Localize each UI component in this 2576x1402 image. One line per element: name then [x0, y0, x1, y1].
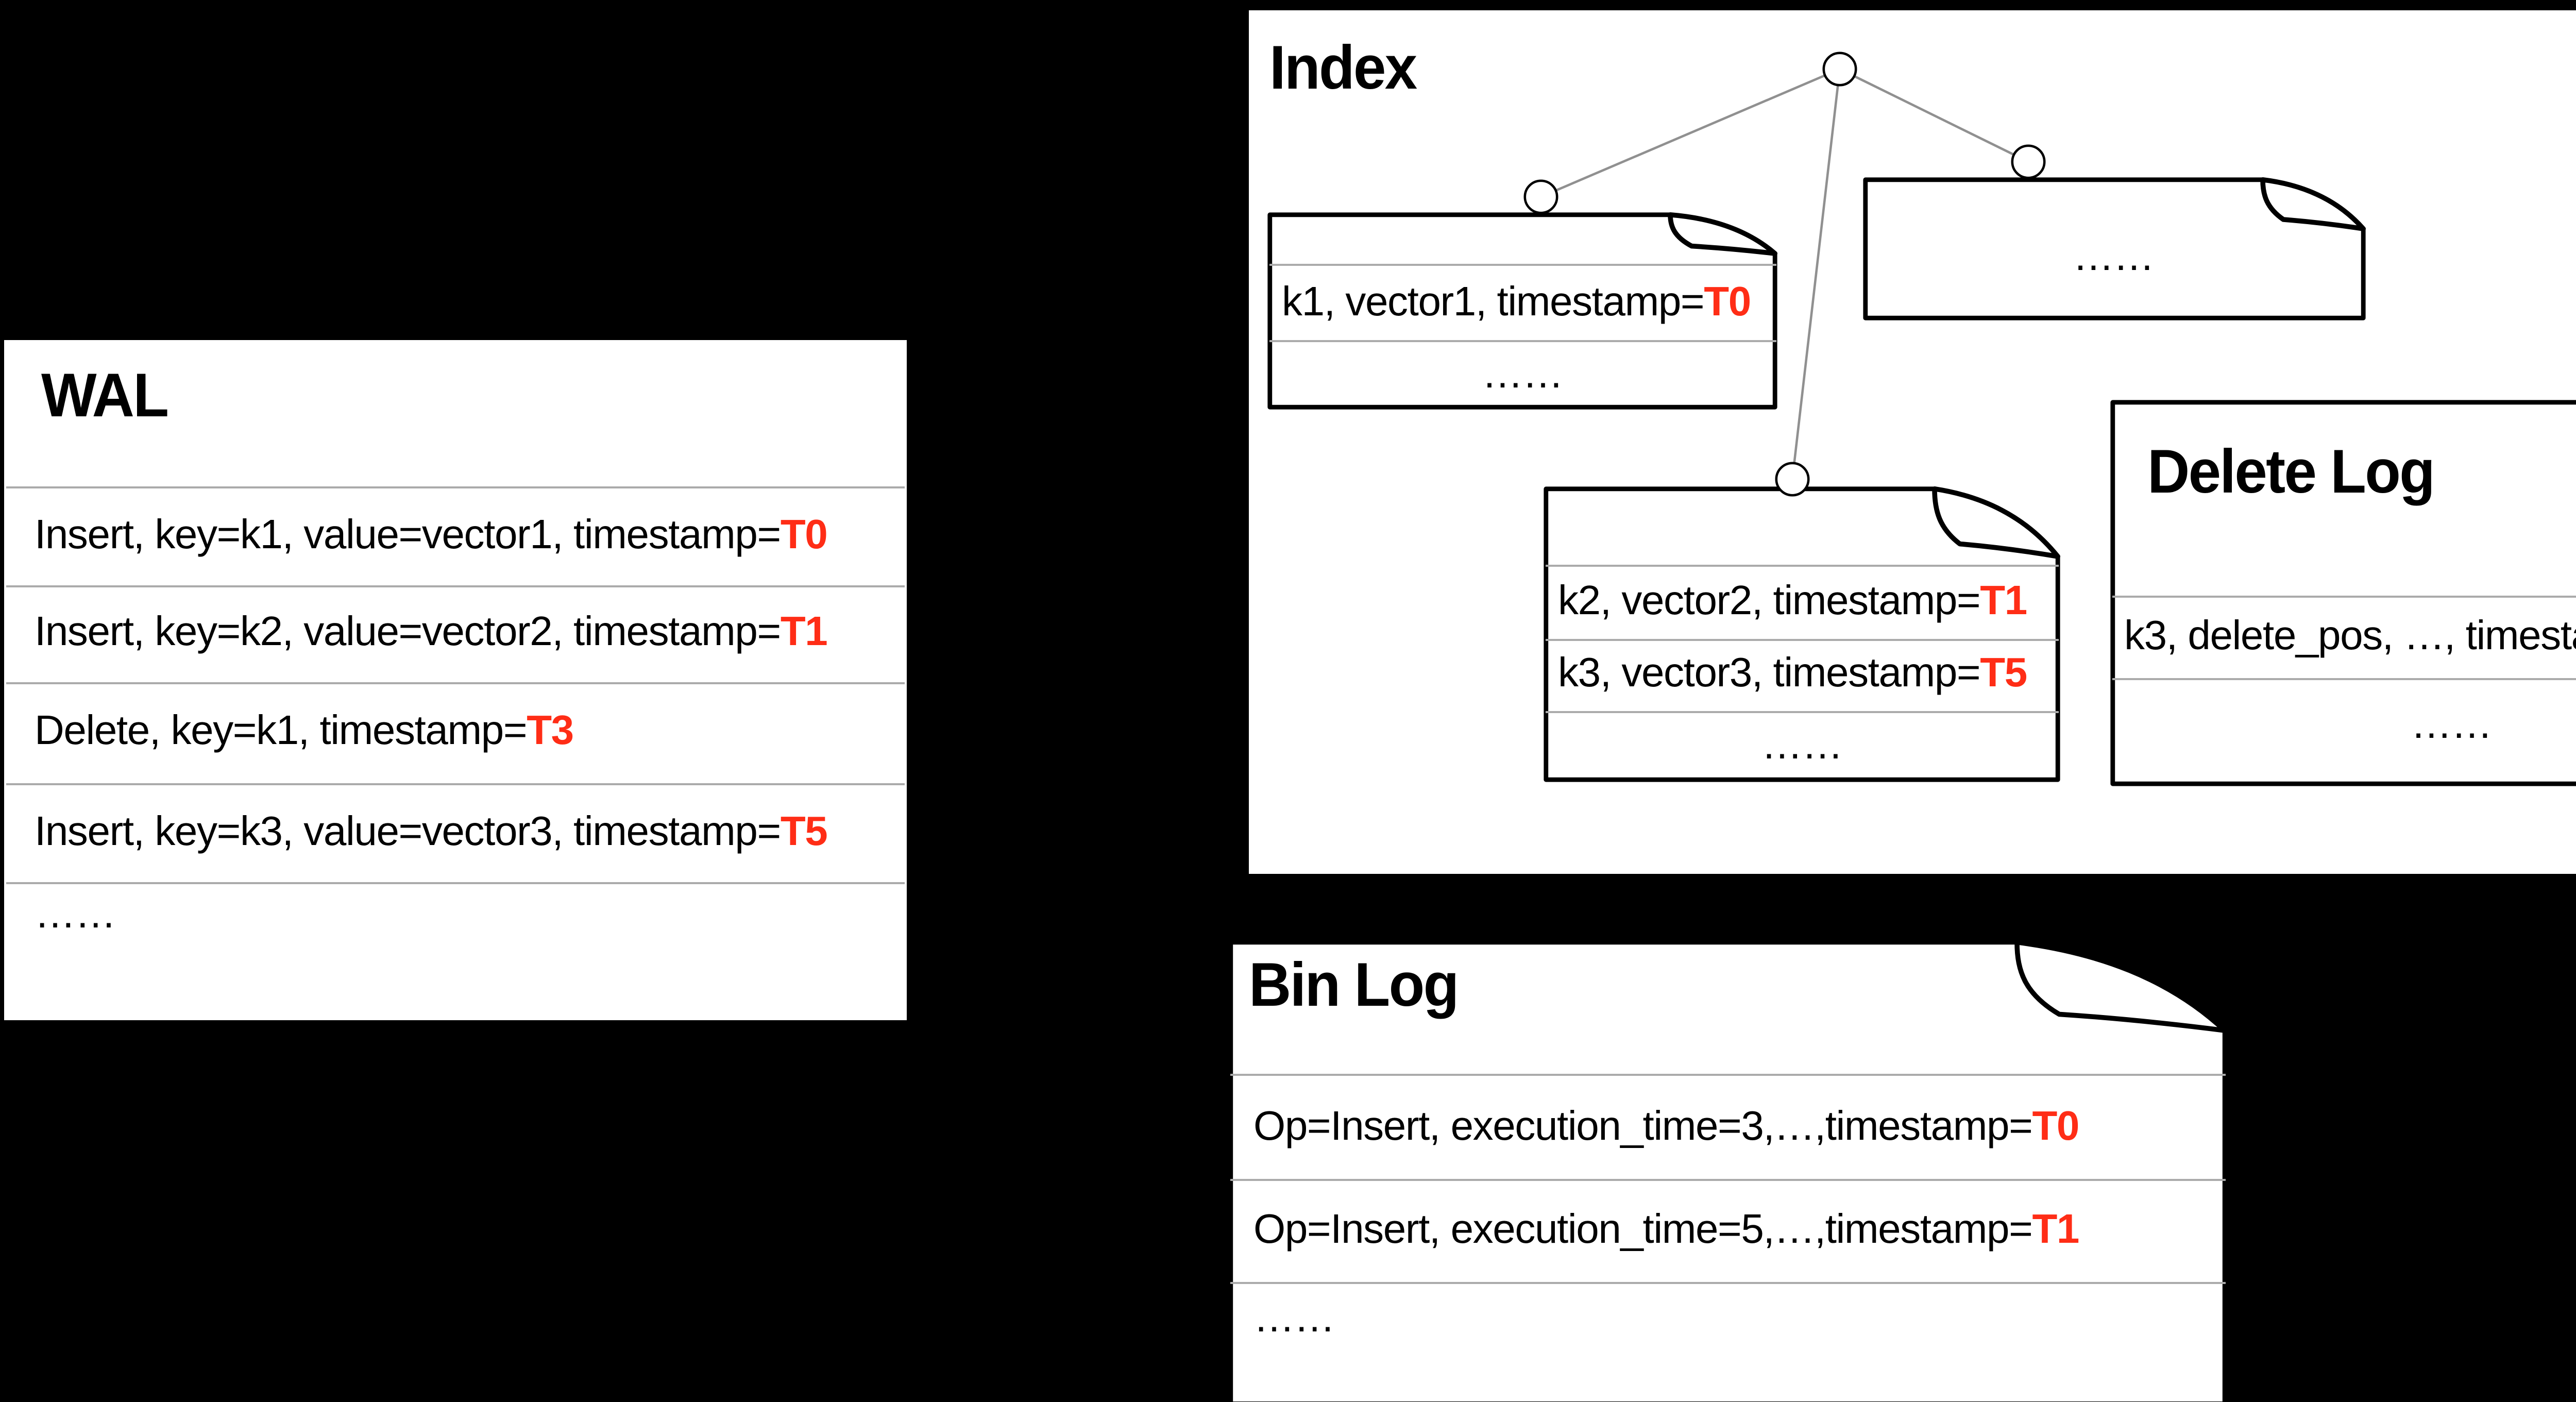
ellipsis-text: …… [2411, 703, 2493, 749]
log-entry-text: Op=Insert, execution_time=3,…,timestamp= [1253, 1104, 2033, 1149]
document-page [2110, 400, 2576, 786]
folded-corner-icon [2015, 939, 2228, 1032]
bin-log-title: Bin Log [1229, 939, 1468, 1019]
document-shape [1862, 178, 2365, 321]
timestamp-value: T5 [780, 810, 828, 855]
bin-log-panel: Bin Log Op=Insert, execution_time=3,…,ti… [1229, 939, 2228, 1402]
wal-title-text: WAL [42, 363, 170, 431]
wal-more-row: …… [7, 883, 904, 1019]
timestamp-value: T5 [1980, 652, 2027, 698]
delete-log-more-row: …… [2112, 679, 2576, 786]
bin-log-row-1: Op=Insert, execution_time=3,…,timestamp=… [1231, 1074, 2226, 1178]
index-title: Index [1248, 9, 2576, 101]
document-shape [1267, 212, 1777, 410]
ellipsis-text: …… [1253, 1296, 1335, 1342]
index-segment-left: k1, vector1, timestamp=T0 …… [1267, 212, 1777, 410]
timestamp-value: T3 [527, 710, 574, 755]
ellipsis-text: …… [2073, 234, 2155, 279]
index-segment-right: …… [1862, 178, 2365, 321]
index-title-text: Index [1269, 35, 1417, 103]
folded-corner-icon [1668, 212, 1777, 256]
delete-log-panel: Delete Log k3, delete_pos, …, timestamp=… [2110, 400, 2576, 786]
ellipsis-text: …… [1761, 724, 1843, 770]
log-entry-text: k3, delete_pos, …, timestamp= [2124, 614, 2576, 660]
bin-log-title-text: Bin Log [1248, 953, 1459, 1021]
timestamp-value: T1 [780, 611, 828, 656]
segment-more-row: …… [1864, 178, 2363, 321]
wal-title: WAL [5, 341, 906, 429]
delete-log-title-text: Delete Log [2146, 439, 2434, 507]
bin-log-row-2: Op=Insert, execution_time=5,…,timestamp=… [1231, 1178, 2226, 1282]
segment-more-row: …… [1546, 711, 2058, 783]
log-entry-text: Insert, key=k1, value=vector1, timestamp… [35, 513, 781, 558]
document-shape [1544, 487, 2060, 783]
timestamp-value: T0 [780, 513, 828, 558]
document-shape [2110, 400, 2576, 786]
timestamp-value: T1 [1980, 579, 2027, 624]
tree-edge-root-left [1540, 66, 1840, 197]
timestamp-value: T0 [2032, 1104, 2079, 1149]
log-entry-text: Op=Insert, execution_time=5,…,timestamp= [1253, 1207, 2033, 1253]
log-entry-text: Insert, key=k2, value=vector2, timestamp… [35, 611, 781, 656]
bin-log-more-row: …… [1231, 1282, 2226, 1402]
segment-row-k2: k2, vector2, timestamp=T1 [1546, 565, 2058, 638]
segment-row-k1: k1, vector1, timestamp=T0 [1269, 264, 1775, 341]
index-panel: Index k1, vector1, timestamp=T0 …… [1248, 9, 2576, 873]
folded-corner-icon [2259, 178, 2365, 232]
timestamp-value: T1 [2032, 1207, 2079, 1253]
folded-corner-icon [1932, 487, 2060, 560]
wal-row-insert-k3: Insert, key=k3, value=vector3, timestamp… [7, 783, 904, 883]
wal-panel: WAL Insert, key=k1, value=vector1, times… [5, 341, 906, 1019]
timestamp-value: T0 [1704, 279, 1751, 325]
delete-log-row-k3: k3, delete_pos, …, timestamp=T3 [2112, 595, 2576, 679]
tree-edge-root-mid [1790, 67, 1841, 479]
log-entry-text: Insert, key=k3, value=vector3, timestamp… [35, 810, 781, 855]
wal-row-insert-k2: Insert, key=k2, value=vector2, timestamp… [7, 585, 904, 682]
ellipsis-text: …… [1482, 352, 1564, 398]
wal-row-delete-k1: Delete, key=k1, timestamp=T3 [7, 682, 904, 783]
index-tree-edges [1540, 66, 2029, 479]
document-shape [1229, 939, 2228, 1402]
ellipsis-text: …… [35, 893, 116, 938]
index-entry-text: k2, vector2, timestamp= [1558, 579, 1981, 624]
segment-row-k3: k3, vector3, timestamp=T5 [1546, 638, 2058, 711]
index-entry-text: k3, vector3, timestamp= [1558, 652, 1981, 698]
wal-row-insert-k1: Insert, key=k1, value=vector1, timestamp… [7, 486, 904, 585]
index-segment-mid: k2, vector2, timestamp=T1 k3, vector3, t… [1544, 487, 2060, 783]
log-entry-text: Delete, key=k1, timestamp= [35, 710, 528, 755]
index-entry-text: k1, vector1, timestamp= [1282, 279, 1705, 325]
segment-more-row: …… [1269, 341, 1775, 410]
tree-edge-root-right [1838, 66, 2029, 162]
delete-log-title: Delete Log [2110, 400, 2448, 505]
